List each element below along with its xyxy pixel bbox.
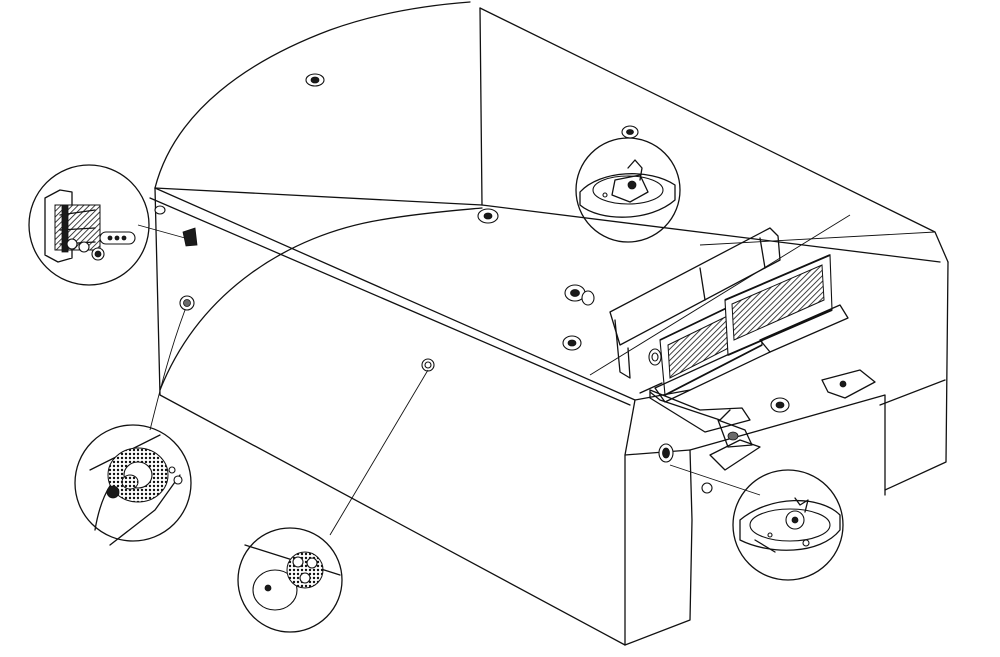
front-wall-nut: [421, 358, 435, 372]
housing-right-flange: [879, 379, 946, 406]
terminal-block-right: [724, 254, 849, 356]
housing-front-top-edge: [154, 187, 636, 401]
bracket-clip-1: [717, 419, 753, 448]
terminal-board-assembly: [562, 227, 876, 471]
housing-back-panel-line: [699, 231, 936, 246]
housing-right-face-rear: [884, 261, 949, 491]
housing-front-top-edge-2: [149, 197, 631, 406]
callout-dome-nut-top: [575, 137, 681, 243]
board-nut-left: [648, 348, 662, 366]
housing-inner-floor-right: [481, 204, 941, 263]
callout-dome-nut-right: [669, 464, 844, 581]
left-wall-nut: [179, 295, 195, 311]
housing-front-bottom-edge: [159, 394, 626, 646]
housing-rear-corner: [479, 7, 483, 206]
housing-inner-floor-left: [154, 187, 483, 206]
standoff-nuts: [562, 284, 790, 413]
callout-knurled-insert-bottom: [237, 369, 429, 633]
lower-nut: [701, 482, 713, 494]
housing-body: [149, 1, 949, 646]
callout-clip-fastener: [28, 164, 186, 286]
bracket-clip-3: [821, 369, 876, 399]
housing-top-right-edge: [479, 7, 949, 263]
housing-left-wall: [154, 187, 161, 396]
rear-nut: [621, 125, 639, 139]
board-bracket: [649, 389, 751, 433]
housing-right-face-top: [689, 394, 886, 496]
corner-nut: [658, 443, 674, 463]
housing-fasteners: [154, 73, 713, 494]
housing-shelf-line: [589, 214, 851, 376]
housing-front-corner: [624, 399, 636, 646]
housing-curved-top: [154, 1, 471, 189]
floor-nut: [477, 208, 499, 224]
bracket-clip-2: [709, 439, 761, 471]
housing-right-bottom: [624, 449, 693, 646]
housing-inner-curve: [159, 207, 483, 391]
mounting-plate: [609, 227, 781, 346]
callout-knurled-insert-left: [74, 309, 192, 546]
top-nut: [305, 73, 325, 87]
left-clip-hole: [154, 205, 198, 247]
